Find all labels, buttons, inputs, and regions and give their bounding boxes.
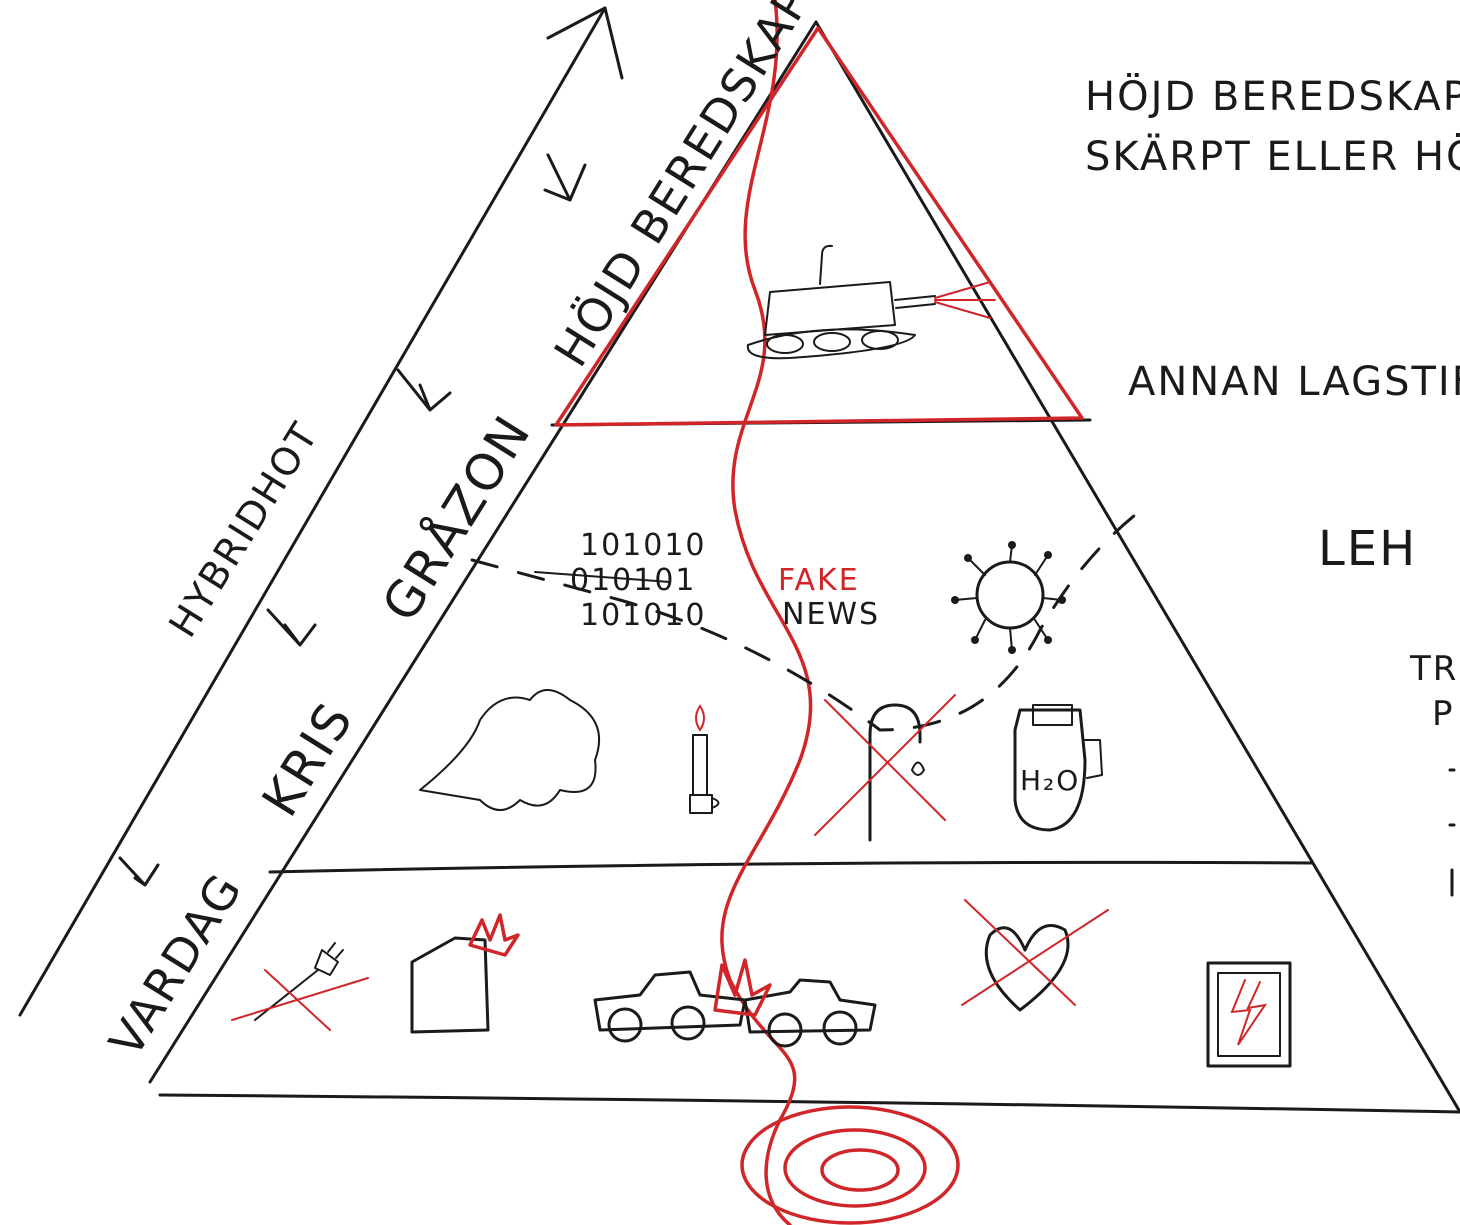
label-grazon: GRÅZON xyxy=(371,405,542,631)
down-arrow-icons xyxy=(120,155,585,885)
note-leh: LEH xyxy=(1318,521,1417,577)
label-kris: KRIS xyxy=(251,692,365,826)
fake-label: FAKE xyxy=(778,563,860,598)
note-bullets xyxy=(1450,770,1454,895)
water-tap-crossed-icon xyxy=(815,695,955,840)
escalation-arrow xyxy=(20,8,622,1015)
note-p: P xyxy=(1432,694,1455,734)
news-label: NEWS xyxy=(782,597,880,632)
spiral-icon xyxy=(742,1107,958,1223)
cloud-icon xyxy=(420,690,599,810)
label-vardag: VARDAG xyxy=(99,863,253,1065)
virus-icon xyxy=(951,541,1066,654)
framed-lightning-icon xyxy=(1208,963,1290,1066)
svg-text:H₂O: H₂O xyxy=(1020,764,1080,797)
water-jug-icon: H₂O xyxy=(1015,705,1102,830)
power-plug-crossed-icon xyxy=(232,943,368,1030)
heart-crossed-icon xyxy=(962,900,1108,1010)
car-crash-icon xyxy=(595,960,875,1046)
svg-text:101010: 101010 xyxy=(580,528,707,563)
label-hojd-beredskap-side: HÖJD BEREDSKAP xyxy=(544,0,822,376)
binary-code-icon: 101010 010101 101010 xyxy=(535,528,707,633)
candle-icon xyxy=(690,706,719,813)
house-fire-icon xyxy=(412,915,518,1032)
note-annan-lagstiftning: ANNAN LAGSTIF xyxy=(1128,359,1460,405)
note-hojd-beredskap: HÖJD BEREDSKAP= xyxy=(1085,72,1460,120)
note-tr: TR xyxy=(1409,649,1458,689)
note-skarpt: SKÄRPT ELLER HÖG xyxy=(1085,132,1460,180)
svg-text:101010: 101010 xyxy=(580,598,707,633)
